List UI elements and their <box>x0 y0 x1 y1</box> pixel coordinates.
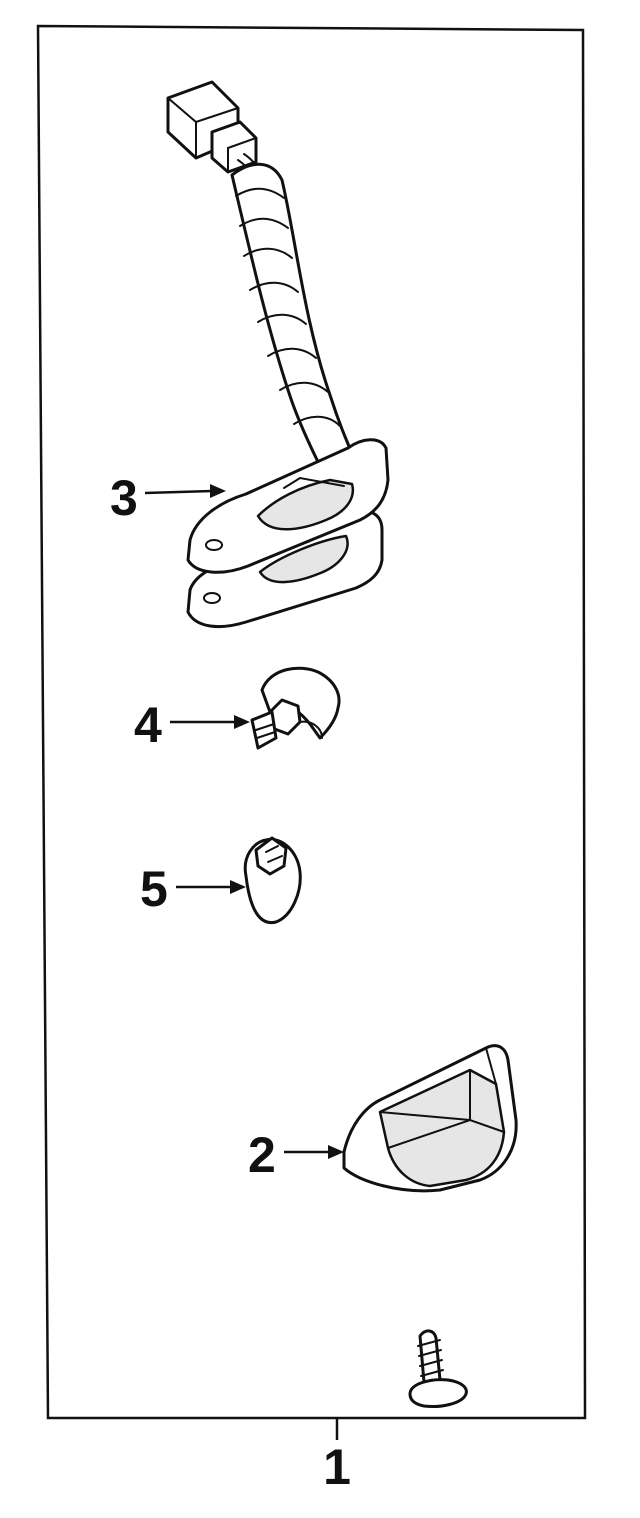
callout-4-label: 4 <box>134 697 162 753</box>
callout-4-arrowhead <box>234 715 250 729</box>
lamp-socket-harness-icon <box>166 80 390 629</box>
callout-3-label: 3 <box>110 470 138 526</box>
screw-icon <box>408 1329 468 1408</box>
callout-3-leader <box>144 489 213 495</box>
assembly-frame <box>36 24 587 1420</box>
callout-2-arrowhead <box>328 1145 344 1159</box>
callout-5-arrowhead <box>230 880 246 894</box>
callout-1-label: 1 <box>323 1439 351 1495</box>
bulb-icon <box>243 836 302 925</box>
callout-5-label: 5 <box>140 861 168 917</box>
bulb-socket-icon <box>250 666 341 750</box>
callout-2-label: 2 <box>248 1127 276 1183</box>
callout-3-arrowhead <box>210 484 226 498</box>
license-lamp-icon <box>342 1044 518 1193</box>
